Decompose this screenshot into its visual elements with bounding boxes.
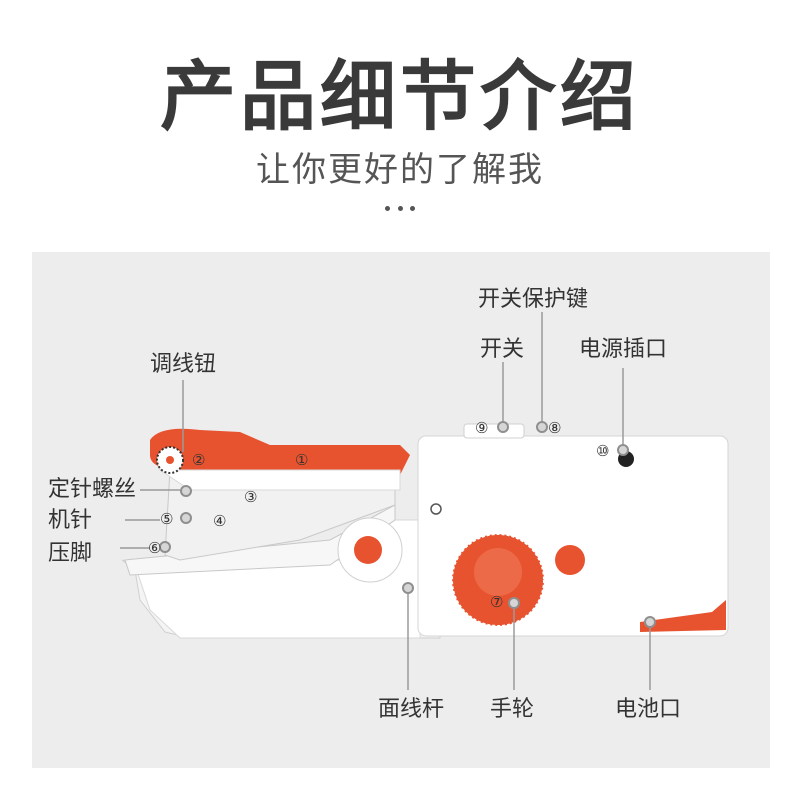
marker-10: ⑩ <box>596 442 609 460</box>
thread-knob-center <box>166 456 174 464</box>
upper-arm-white <box>158 469 401 491</box>
divider-dots <box>385 206 415 212</box>
label-battery-port: 电池口 <box>615 697 682 722</box>
marker-dots <box>159 421 656 628</box>
label-hand-wheel: 手轮 <box>490 697 535 722</box>
label-power-socket: 电源插口 <box>579 337 668 362</box>
label-thread-knob: 调线钮 <box>150 352 217 377</box>
marker-7: ⑦ <box>490 593 503 611</box>
upper-arm-orange <box>150 428 410 475</box>
marker-8: ⑧ <box>548 419 561 437</box>
side-wheel-orange <box>354 536 382 564</box>
marker-2: ② <box>192 451 205 469</box>
battery-cover-orange <box>640 600 726 632</box>
hand-wheel-inner <box>474 548 522 596</box>
marker-4: ④ <box>213 512 226 530</box>
label-presser-foot: 压脚 <box>48 541 93 566</box>
marker-3: ③ <box>244 488 257 506</box>
marker-9: ⑨ <box>475 419 488 437</box>
marker-5: ⑤ <box>160 510 173 528</box>
page-title: 产品细节介绍 <box>160 52 640 141</box>
label-switch-lock-key: 开关保护键 <box>478 287 589 312</box>
marker-6: ⑥ <box>148 539 161 557</box>
marker-1: ① <box>295 451 308 469</box>
side-button-orange <box>555 545 585 575</box>
label-face-thread-rod: 面线杆 <box>378 697 445 722</box>
label-needle-screw: 定针螺丝 <box>48 477 137 502</box>
body-screw <box>430 503 442 515</box>
label-switch: 开关 <box>480 337 525 362</box>
page-subtitle: 让你更好的了解我 <box>256 150 544 190</box>
top-switch <box>463 423 525 439</box>
label-needle: 机针 <box>48 508 93 533</box>
